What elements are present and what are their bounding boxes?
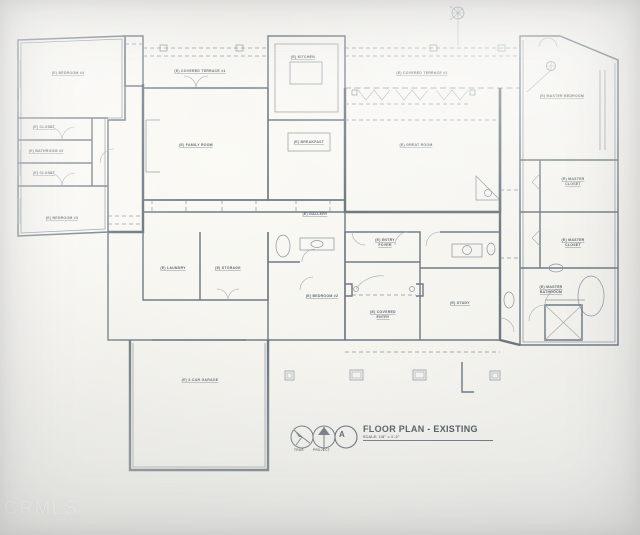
room-label-bedroom2: (E) BEDROOM #2 (306, 294, 338, 298)
room-label-storage: (E) STORAGE (215, 266, 241, 270)
sheet-bubble-circle (334, 425, 358, 449)
room-label-bedroom4: (E) BEDROOM #4 (52, 71, 84, 75)
room-label-closet-lower: (E) CLOSET (33, 171, 56, 175)
room-label-great-room: (E) GREAT ROOM (400, 143, 433, 147)
right-block-walls (343, 35, 619, 347)
room-label-covered-entry: (E) COVERED (370, 310, 396, 314)
plan-title: FLOOR PLAN - EXISTING (363, 424, 478, 434)
true-north-arrow (290, 425, 314, 449)
entry-study-walls (344, 212, 515, 341)
room-labels: (E) BEDROOM #4 (E) CLOSET (E) BATHROOM #3 (… (29, 55, 585, 382)
room-label-kitchen: (E) KITCHEN (291, 55, 315, 59)
room-label-family-room: (E) FAMILY ROOM (179, 143, 213, 147)
room-label-covered-terr-1: (E) COVERED TERRACE #1 (174, 69, 225, 73)
roof-overhang-lines (108, 43, 500, 353)
room-label-bathroom3: (E) BATHROOM #3 (29, 149, 64, 153)
sheet-bubble-label: A (339, 430, 345, 439)
room-label-gallery: (E) GALLERY (303, 212, 328, 216)
room-label-master-bedroom: (E) MASTER BEDROOM (540, 94, 584, 98)
title-underline (363, 440, 493, 441)
detail-marker-top (449, 5, 465, 46)
center-block-walls (107, 35, 346, 472)
room-label-laundry: (E) LAUNDRY (160, 266, 186, 270)
room-label-breakfast: (E) BREAKFAST (294, 140, 325, 144)
project-north-label: PROJECT (312, 448, 331, 452)
room-label-master-closet-2: CLOSET (565, 243, 581, 247)
room-label-master-closet-1: CLOSET (565, 182, 581, 186)
north-arrow-group: A TRUE PROJECT (288, 424, 360, 454)
room-label-master-bathroom: BATHROOM (540, 290, 562, 294)
room-label-entry-foyer: (E) ENTRY (375, 238, 395, 242)
room-label-master-bathroom: (E) MASTER (540, 285, 563, 289)
room-label-master-closet-2: (E) MASTER (562, 238, 585, 242)
plan-scale: SCALE: 1/8" = 1'-0" (363, 435, 400, 439)
project-north-arrow (312, 425, 336, 449)
room-label-covered-entry: ENTRY (377, 315, 390, 319)
room-label-bedroom3: (E) BEDROOM #3 (46, 216, 78, 220)
left-wing-walls (17, 35, 126, 237)
mls-watermark: CRMLS (4, 498, 79, 519)
room-label-garage: (E) 3-CAR GARAGE (182, 378, 219, 382)
courtyard-piers (284, 362, 501, 393)
room-label-master-closet-1: (E) MASTER (562, 177, 585, 181)
true-north-label: TRUE (294, 448, 304, 452)
room-label-closet-upper: (E) CLOSET (33, 125, 56, 129)
room-label-study: (E) STUDY (450, 301, 470, 305)
title-block: A TRUE PROJECT FLOOR PLAN - EXISTING SCA… (288, 424, 493, 454)
room-label-covered-terr-2: (E) COVERED TERRACE #2 (396, 71, 447, 75)
room-label-entry-foyer: FOYER (378, 243, 392, 247)
